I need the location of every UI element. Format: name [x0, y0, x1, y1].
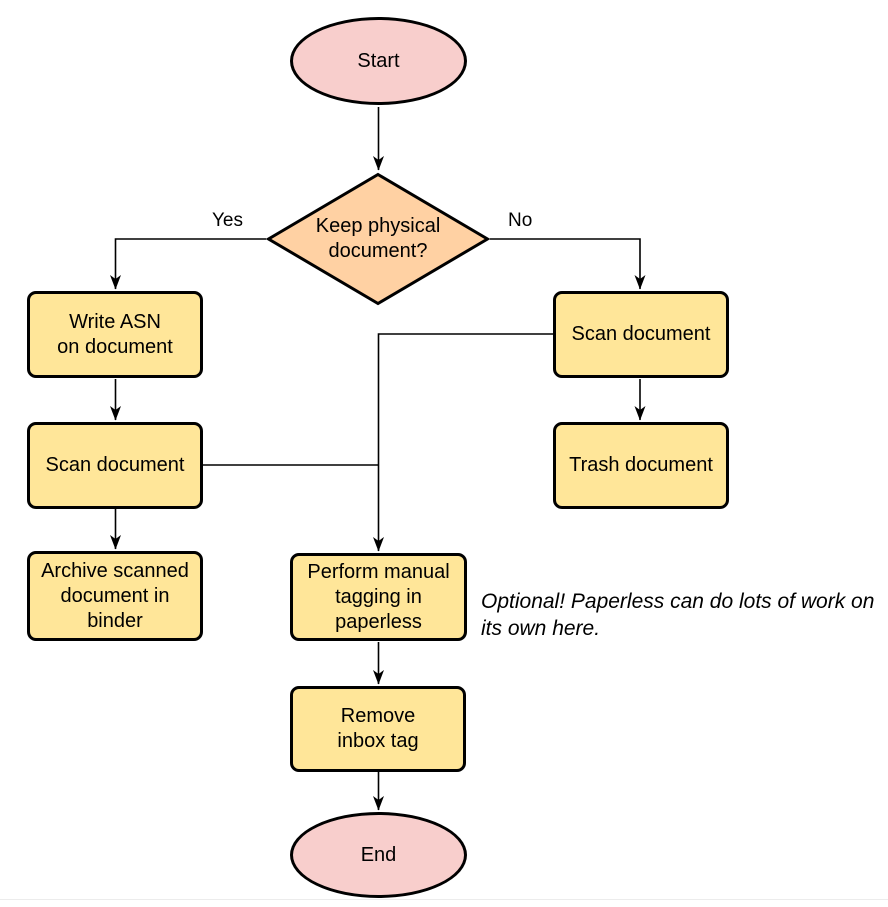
start-terminator: Start	[290, 17, 467, 105]
edge-no-to-scan-right	[490, 238, 646, 290]
start-label: Start	[357, 49, 400, 72]
node-line: inbox tag	[337, 730, 419, 752]
bottom-divider	[0, 899, 888, 900]
decision-line: Keep physical	[315, 215, 441, 237]
process-scan-document-right: Scan document	[553, 291, 729, 378]
process-remove-inbox-tag: Remove inbox tag	[290, 686, 466, 772]
node-line: Perform manual	[307, 560, 450, 583]
edge-scan-right-to-tagging	[373, 333, 553, 552]
node-line: Scan document	[571, 323, 711, 345]
node-line: binder	[87, 609, 143, 632]
node-line: on document	[57, 335, 173, 358]
end-terminator: End	[290, 812, 467, 898]
end-label: End	[360, 843, 397, 866]
process-manual-tagging: Perform manual tagging in paperless	[290, 553, 467, 641]
process-scan-document-left: Scan document	[27, 422, 203, 509]
process-trash-document: Trash document	[553, 422, 729, 509]
node-line: Remove	[340, 705, 416, 727]
edge-label-no: No	[508, 210, 533, 231]
node-line: Write ASN	[69, 310, 161, 333]
node-line: Archive scanned	[41, 559, 189, 582]
process-write-asn-on-document: Write ASN on document	[27, 291, 203, 378]
note-line: its own here.	[481, 617, 601, 640]
edge-label-yes: Yes	[212, 210, 243, 231]
diamond-shape	[266, 172, 490, 306]
decision-keep-physical-document: Keep physical document?	[266, 172, 490, 306]
node-line: document in	[60, 584, 170, 607]
edge-yes-to-write-asn	[110, 238, 266, 290]
node-line: Trash document	[569, 454, 713, 476]
node-line: paperless	[335, 610, 422, 633]
optional-note: Optional! Paperless can do lots of work …	[481, 588, 874, 642]
note-line: Optional! Paperless can do lots of work …	[481, 590, 875, 613]
node-line: Scan document	[45, 454, 185, 476]
node-line: tagging in	[335, 585, 422, 608]
process-archive-scanned-document: Archive scanned document in binder	[27, 551, 203, 641]
decision-text: Keep physical document?	[266, 172, 490, 306]
decision-line: document?	[328, 240, 428, 262]
